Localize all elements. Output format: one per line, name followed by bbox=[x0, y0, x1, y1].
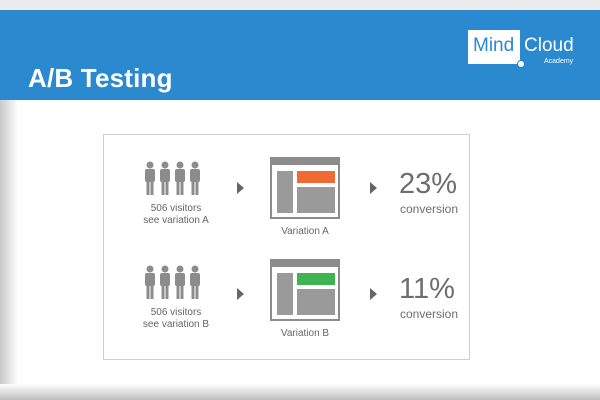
person-icon bbox=[175, 161, 185, 195]
person-icon bbox=[145, 265, 155, 299]
logo-box bbox=[468, 30, 520, 64]
arrow-right-icon bbox=[370, 182, 377, 194]
visitors-count-a: 506 visitors bbox=[150, 203, 202, 214]
mockup-sidebar bbox=[277, 273, 293, 315]
variation-label-b: Variation B bbox=[280, 328, 330, 339]
logo-mind-text: Mind bbox=[473, 35, 515, 56]
arrow-right-icon bbox=[237, 288, 244, 300]
conversion-label-a: conversion bbox=[400, 202, 459, 216]
person-icon bbox=[190, 265, 200, 299]
left-shadow bbox=[0, 0, 18, 400]
logo-cloud-text: Cloud bbox=[524, 35, 574, 56]
person-icon bbox=[160, 161, 170, 195]
ab-diagram-panel: 506 visitors see variation A Variation A… bbox=[103, 134, 470, 360]
logo-dot-icon bbox=[517, 60, 525, 68]
visitor-group-b bbox=[144, 265, 214, 305]
bottom-shadow bbox=[0, 384, 600, 400]
person-icon bbox=[145, 161, 155, 195]
person-icon bbox=[175, 265, 185, 299]
visitor-group-a bbox=[144, 161, 214, 201]
person-icon bbox=[160, 265, 170, 299]
mockup-body bbox=[297, 187, 335, 213]
header-top-strip bbox=[0, 0, 600, 10]
mindcloud-logo: Mind Cloud Academy bbox=[468, 30, 576, 68]
visitors-caption-b: 506 visitors see variation B bbox=[126, 307, 226, 331]
mockup-sidebar bbox=[277, 171, 293, 213]
webpage-mockup-a bbox=[270, 157, 340, 219]
mockup-highlight-a bbox=[297, 171, 335, 183]
visitors-caption-a: 506 visitors see variation A bbox=[126, 203, 226, 227]
conversion-percent-a: 23% bbox=[399, 168, 458, 200]
person-icon bbox=[190, 161, 200, 195]
mockup-body bbox=[297, 289, 335, 315]
header-bar: A/B Testing Mind Cloud Academy bbox=[0, 0, 600, 100]
mockup-topbar bbox=[272, 159, 338, 165]
visitors-count-b: 506 visitors bbox=[150, 307, 202, 318]
visitors-see-b: see variation B bbox=[142, 319, 210, 330]
mockup-highlight-b bbox=[297, 273, 335, 285]
mockup-topbar bbox=[272, 261, 338, 267]
visitors-see-a: see variation A bbox=[143, 215, 209, 226]
webpage-mockup-b bbox=[270, 259, 340, 321]
conversion-label-b: conversion bbox=[400, 307, 459, 321]
conversion-percent-b: 11% bbox=[399, 273, 455, 305]
arrow-right-icon bbox=[370, 288, 377, 300]
variation-label-a: Variation A bbox=[281, 226, 329, 237]
arrow-right-icon bbox=[237, 182, 244, 194]
page-title: A/B Testing bbox=[28, 63, 173, 93]
logo-academy-text: Academy bbox=[544, 58, 574, 65]
